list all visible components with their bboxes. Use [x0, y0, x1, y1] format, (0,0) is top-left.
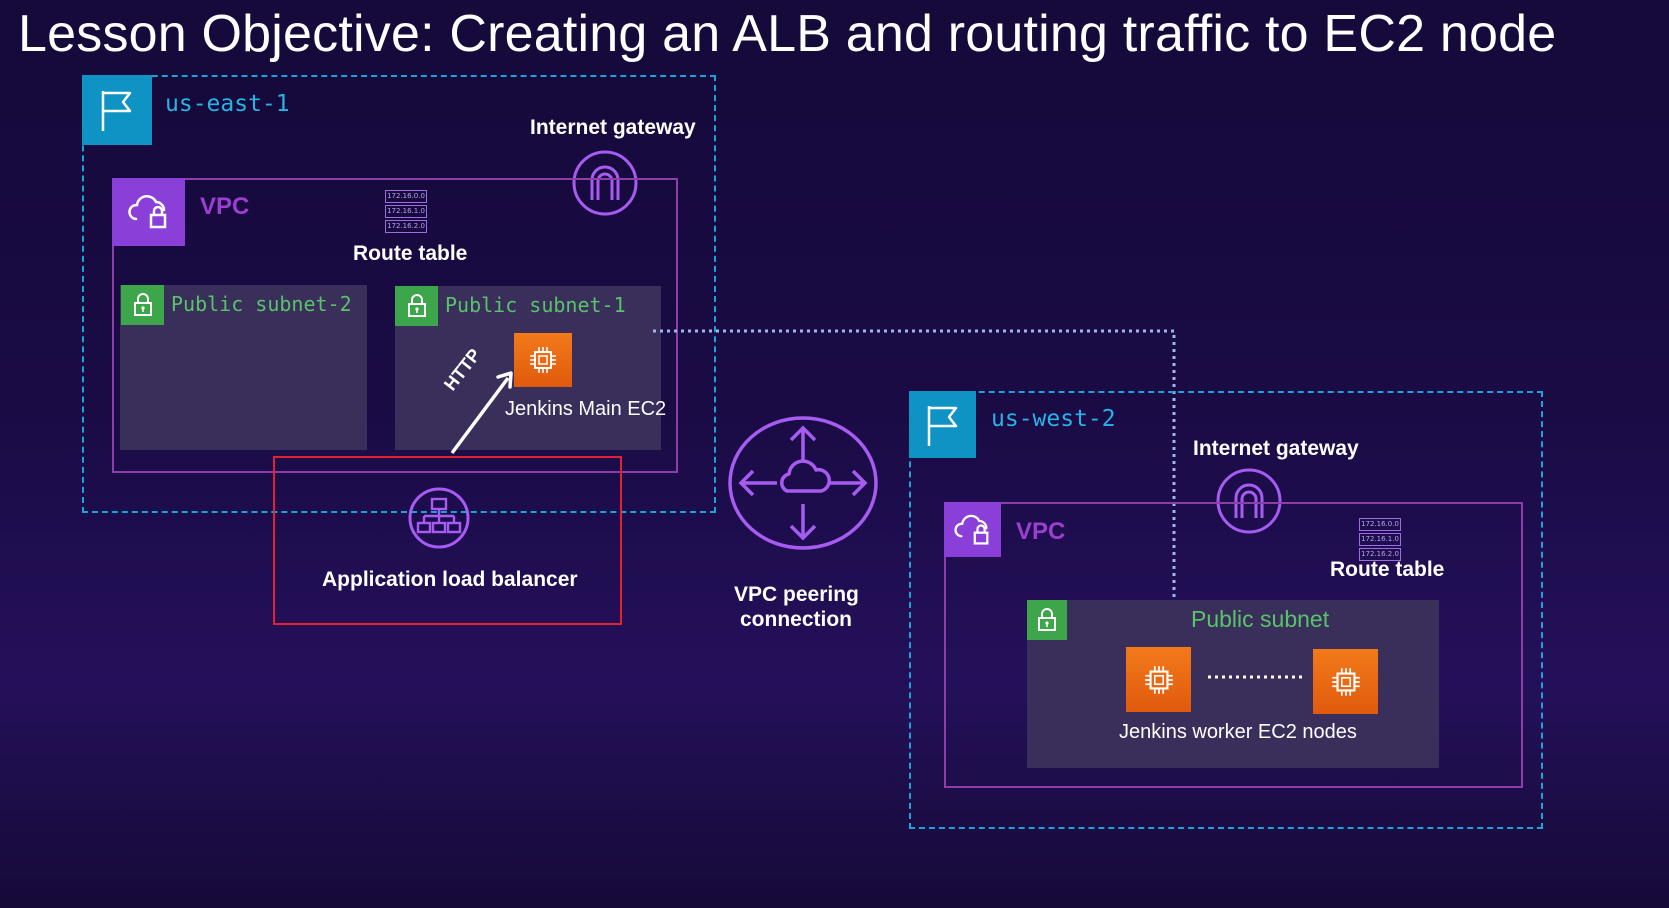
region-flag-icon	[82, 75, 152, 145]
internet-gateway-icon	[572, 150, 638, 221]
internet-gateway-icon	[1216, 468, 1282, 539]
load-balancer-icon	[408, 487, 470, 554]
vpc-label: VPC	[200, 193, 250, 220]
subnet-label: Public subnet	[1191, 606, 1330, 632]
route-entry: 172.16.1.0	[1359, 533, 1401, 546]
route-table-label: Route table	[353, 242, 468, 265]
route-table-label: Route table	[1330, 558, 1445, 581]
region-flag-icon	[909, 391, 976, 458]
workers-label: Jenkins worker EC2 nodes	[1119, 721, 1357, 743]
route-entry: 172.16.0.0	[1359, 518, 1401, 531]
route-entry: 172.16.2.0	[385, 220, 427, 233]
internet-gateway-label: Internet gateway	[1193, 437, 1359, 460]
ec2-chip-icon	[1126, 647, 1191, 712]
subnet-lock-icon	[1027, 600, 1067, 640]
internet-gateway-label: Internet gateway	[530, 116, 696, 139]
region-label: us-west-2	[991, 406, 1116, 432]
vpc-east	[112, 178, 678, 473]
peering-label-line2: connection	[740, 608, 853, 631]
vpc-cloud-lock-icon	[112, 178, 185, 246]
vpc-peering-icon	[727, 416, 879, 556]
ec2-label: Jenkins Main EC2	[505, 398, 667, 420]
vpc-west	[944, 502, 1523, 788]
ec2-chip-icon	[1313, 649, 1378, 714]
region-us-east-1	[82, 75, 716, 513]
subnet-lock-icon	[121, 285, 164, 325]
alb-label: Application load balancer	[322, 568, 578, 591]
page-title: Lesson Objective: Creating an ALB and ro…	[18, 5, 1557, 63]
alb-highlight-box	[273, 456, 622, 625]
peering-label-line1: VPC peering	[734, 583, 859, 606]
region-label: us-east-1	[165, 91, 290, 117]
subnet-lock-icon	[395, 286, 438, 326]
route-entry: 172.16.2.0	[1359, 548, 1401, 561]
route-entry: 172.16.1.0	[385, 205, 427, 218]
ec2-chip-icon	[514, 333, 572, 387]
route-table-icon: 172.16.0.0 172.16.1.0 172.16.2.0	[385, 190, 427, 233]
subnet-label: Public subnet-1	[445, 293, 626, 317]
worker-dotted-connector	[1208, 675, 1302, 679]
vpc-cloud-lock-icon	[944, 502, 1001, 557]
vpc-label: VPC	[1016, 518, 1066, 545]
http-arrow	[450, 371, 513, 455]
region-us-west-2	[909, 391, 1543, 829]
route-entry: 172.16.0.0	[385, 190, 427, 203]
route-table-icon: 172.16.0.0 172.16.1.0 172.16.2.0	[1359, 518, 1401, 561]
subnet-label: Public subnet-2	[171, 292, 352, 316]
